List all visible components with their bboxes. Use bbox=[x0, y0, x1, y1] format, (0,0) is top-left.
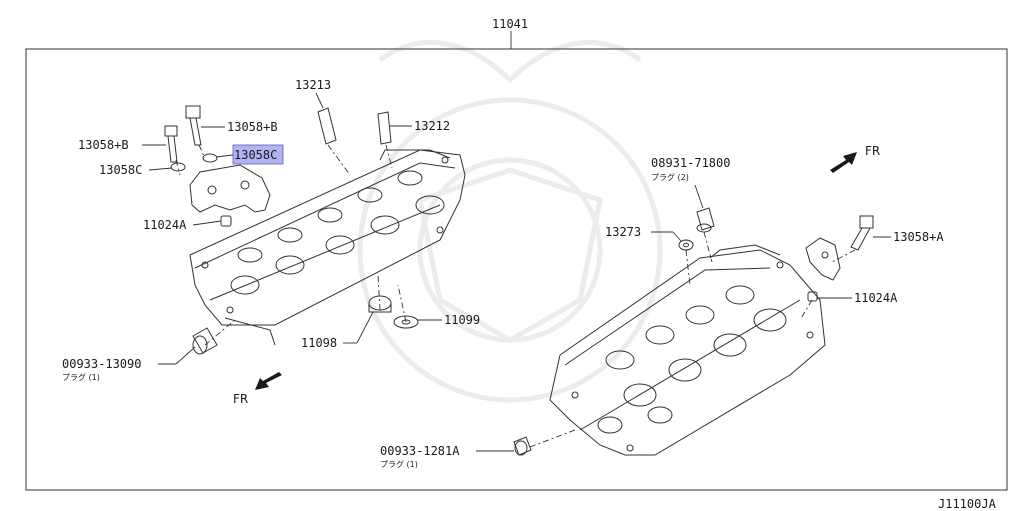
callout-13273[interactable]: 13273 bbox=[605, 225, 641, 239]
diagram-frame bbox=[25, 48, 1008, 491]
washer-13273[interactable] bbox=[678, 239, 694, 251]
callout-08931-71800[interactable]: 08931-71800 bbox=[651, 156, 730, 170]
callout-11099[interactable]: 11099 bbox=[444, 313, 480, 327]
fr-arrow-top bbox=[830, 152, 857, 173]
fr-arrow-bottom bbox=[255, 372, 282, 390]
right-cylinder-head[interactable] bbox=[549, 244, 826, 456]
bolt-13058b-right[interactable] bbox=[185, 105, 218, 163]
fr-label-top: FR bbox=[865, 144, 880, 158]
callout-00933-13090[interactable]: 00933-13090 bbox=[62, 357, 141, 371]
left-cylinder-head[interactable] bbox=[189, 149, 466, 346]
callout-13058b-right[interactable]: 13058+B bbox=[227, 120, 278, 134]
callout-00933-13090-sub: プラグ (1) bbox=[62, 372, 100, 382]
dowel-11024a-left[interactable] bbox=[220, 215, 232, 227]
left-bracket[interactable] bbox=[189, 164, 271, 213]
callout-00933-1281a-sub: プラグ (1) bbox=[380, 459, 418, 469]
fr-label-bottom: FR bbox=[233, 392, 248, 406]
callout-11024a-right[interactable]: 11024A bbox=[854, 291, 898, 305]
right-bracket[interactable] bbox=[805, 237, 841, 281]
callout-00933-1281a[interactable]: 00933-1281A bbox=[380, 444, 460, 458]
reference-code: J11100JA bbox=[938, 497, 997, 511]
pin-13212[interactable] bbox=[377, 111, 392, 145]
callout-13058c-highlight[interactable]: 13058C bbox=[234, 148, 277, 162]
callout-13058c-left[interactable]: 13058C bbox=[99, 163, 142, 177]
callout-11024a-left[interactable]: 11024A bbox=[143, 218, 187, 232]
callout-13213[interactable]: 13213 bbox=[295, 78, 331, 92]
watermark-logo bbox=[357, 40, 663, 403]
callout-13058a[interactable]: 13058+A bbox=[893, 230, 944, 244]
dowel-11024a-right[interactable] bbox=[807, 291, 818, 302]
assembly-number[interactable]: 11041 bbox=[492, 17, 528, 31]
callout-08931-71800-sub: プラグ (2) bbox=[651, 172, 689, 182]
callout-13058b-left[interactable]: 13058+B bbox=[78, 138, 129, 152]
plug-08931-71800[interactable] bbox=[696, 207, 715, 233]
plug-00933-1281a[interactable] bbox=[513, 436, 532, 456]
callout-13212[interactable]: 13212 bbox=[414, 119, 450, 133]
bolt-13058b-left[interactable] bbox=[164, 125, 186, 172]
callout-13058c-highlight-box bbox=[232, 144, 284, 165]
pin-13213[interactable] bbox=[317, 107, 337, 145]
bolt-13058a[interactable] bbox=[850, 215, 874, 251]
callout-11098[interactable]: 11098 bbox=[301, 336, 337, 350]
plug-00933-13090[interactable] bbox=[192, 327, 218, 355]
